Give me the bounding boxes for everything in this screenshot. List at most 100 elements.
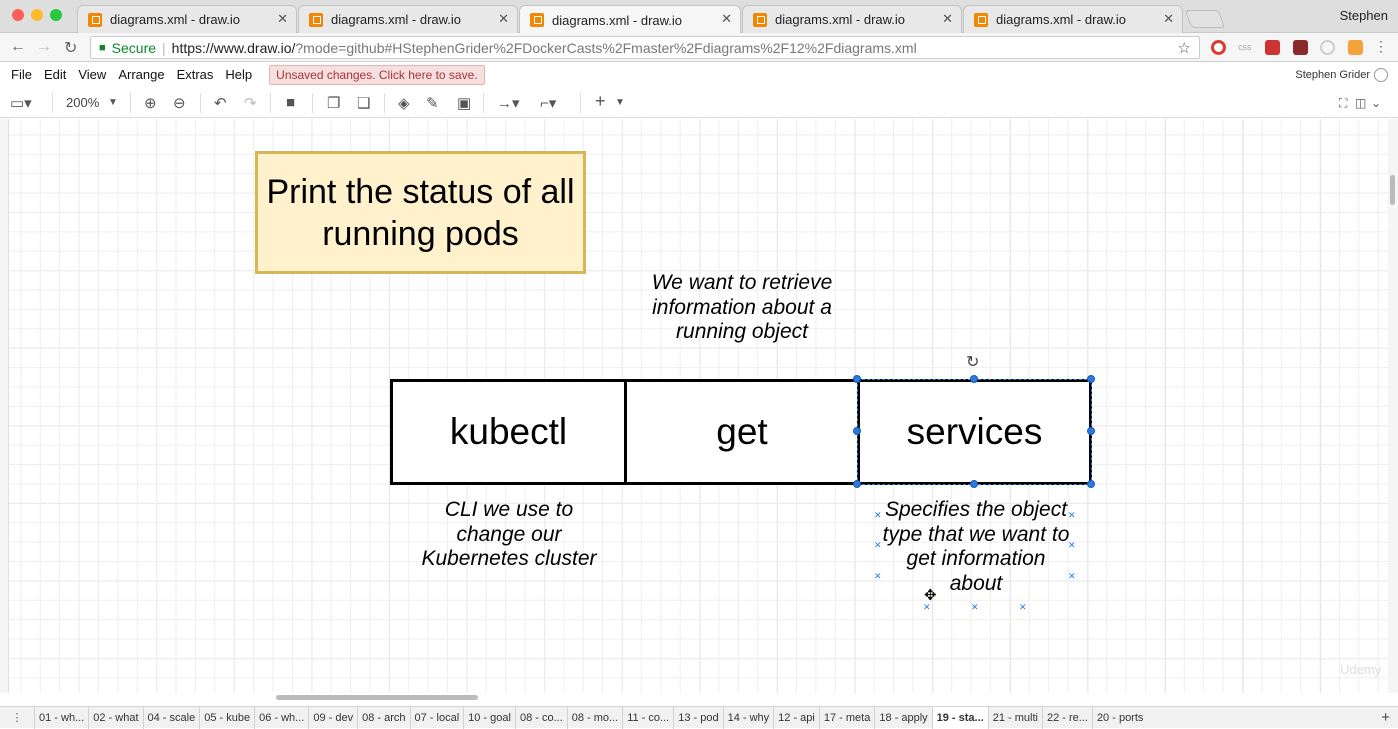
unsaved-changes-button[interactable]: Unsaved changes. Click here to save.: [269, 64, 485, 85]
resize-handle-sw[interactable]: [853, 480, 861, 488]
menu-view[interactable]: View: [78, 67, 107, 82]
left-panel-edge[interactable]: [0, 119, 9, 693]
shield-extension-icon[interactable]: [1293, 40, 1308, 55]
vertical-scrollbar[interactable]: [1388, 119, 1398, 693]
resize-handle-e[interactable]: [1087, 427, 1095, 435]
waypoints-icon[interactable]: ⌐▾: [540, 95, 557, 112]
page-tab[interactable]: 17 - meta: [818, 707, 874, 729]
page-tab[interactable]: 06 - wh...: [254, 707, 308, 729]
pages-menu-icon[interactable]: ⋮: [11, 712, 23, 724]
close-tab-icon[interactable]: ✕: [277, 11, 288, 26]
connection-point-icon[interactable]: ✕: [971, 602, 979, 612]
grey-extension-icon[interactable]: [1320, 40, 1335, 55]
add-page-icon[interactable]: +: [1381, 709, 1390, 726]
bookmark-star-icon[interactable]: ☆: [1177, 40, 1191, 57]
connection-point-icon[interactable]: ✕: [874, 571, 882, 581]
vertical-scroll-thumb[interactable]: [1390, 175, 1395, 205]
fox-extension-icon[interactable]: [1348, 40, 1363, 55]
css-extension-icon[interactable]: css: [1238, 42, 1252, 52]
format-panel-icon[interactable]: ▭▾: [10, 95, 32, 112]
opera-extension-icon[interactable]: [1211, 40, 1226, 55]
collapse-icon[interactable]: ⌄: [1371, 96, 1382, 110]
reload-icon[interactable]: ↻: [64, 40, 78, 57]
zoom-level[interactable]: 200%: [66, 95, 100, 110]
new-tab-button[interactable]: [1184, 10, 1226, 28]
page-tab[interactable]: 08 - mo...: [566, 707, 622, 729]
fill-color-icon[interactable]: ◈: [398, 95, 410, 112]
connection-point-icon[interactable]: ✕: [874, 510, 882, 520]
redo-icon[interactable]: ↷: [244, 95, 257, 112]
resize-handle-nw[interactable]: [853, 375, 861, 383]
undo-icon[interactable]: ↶: [214, 95, 227, 112]
resize-handle-ne[interactable]: [1087, 375, 1095, 383]
close-tab-icon[interactable]: ✕: [942, 11, 953, 26]
close-tab-icon[interactable]: ✕: [1163, 11, 1174, 26]
resize-handle-n[interactable]: [970, 375, 978, 383]
close-tab-icon[interactable]: ✕: [721, 11, 732, 26]
page-tab[interactable]: 09 - dev: [308, 707, 357, 729]
page-tab[interactable]: 12 - api: [773, 707, 819, 729]
connection-style-icon[interactable]: →▾: [497, 95, 520, 112]
line-color-icon[interactable]: ✎: [426, 95, 439, 112]
page-tab[interactable]: 10 - goal: [463, 707, 515, 729]
page-tab[interactable]: 01 - wh...: [34, 707, 88, 729]
page-tab[interactable]: 05 - kube: [199, 707, 254, 729]
maximize-window-button[interactable]: [50, 9, 62, 21]
close-window-button[interactable]: [12, 9, 24, 21]
menu-help[interactable]: Help: [225, 67, 253, 82]
browser-tab-5[interactable]: diagrams.xml - draw.io✕: [963, 5, 1183, 33]
page-tab[interactable]: 22 - re...: [1041, 707, 1092, 729]
page-tab[interactable]: 07 - local: [409, 707, 464, 729]
language-globe-icon[interactable]: [1374, 68, 1388, 82]
page-tab[interactable]: 11 - co...: [622, 707, 673, 729]
fullscreen-icon[interactable]: ⛶: [1339, 96, 1348, 110]
resize-handle-w[interactable]: [853, 427, 861, 435]
resize-handle-se[interactable]: [1087, 480, 1095, 488]
page-tab[interactable]: 02 - what: [88, 707, 142, 729]
menu-extras[interactable]: Extras: [176, 67, 214, 82]
title-shape[interactable]: Print the status of all running pods: [255, 151, 586, 274]
browser-tab-2[interactable]: diagrams.xml - draw.io✕: [298, 5, 518, 33]
note-services[interactable]: Specifies the object type that we want t…: [882, 498, 1070, 595]
page-tab[interactable]: 08 - arch: [357, 707, 409, 729]
page-tab[interactable]: 13 - pod: [673, 707, 722, 729]
connection-point-icon[interactable]: ✕: [1019, 602, 1027, 612]
shadow-icon[interactable]: ▣: [457, 95, 472, 112]
zoom-out-icon[interactable]: ⊖: [173, 95, 186, 112]
page-tab[interactable]: 04 - scale: [142, 707, 200, 729]
forward-arrow-icon[interactable]: →: [36, 38, 52, 55]
page-tab-active[interactable]: 19 - sta...: [931, 707, 988, 729]
resize-handle-s[interactable]: [970, 480, 978, 488]
menu-arrange[interactable]: Arrange: [118, 67, 165, 82]
note-kubectl[interactable]: CLI we use to change our Kubernetes clus…: [421, 498, 597, 570]
connection-point-icon[interactable]: ✕: [1068, 571, 1076, 581]
zoom-dropdown-icon[interactable]: ▼: [108, 97, 118, 108]
rotate-handle-icon[interactable]: ↻: [966, 354, 980, 371]
browser-tab-3-active[interactable]: diagrams.xml - draw.io✕: [519, 5, 741, 34]
page-tab[interactable]: 21 - multi: [987, 707, 1042, 729]
connection-point-icon[interactable]: ✕: [923, 602, 931, 612]
insert-plus-icon[interactable]: +: [595, 91, 606, 111]
menu-file[interactable]: File: [11, 67, 32, 82]
user-name[interactable]: Stephen Grider: [1295, 69, 1370, 81]
connection-point-icon[interactable]: ✕: [874, 540, 882, 550]
red-extension-icon[interactable]: [1265, 40, 1280, 55]
profile-name[interactable]: Stephen: [1339, 8, 1388, 23]
url-field[interactable]: ■ Secure | https://www.draw.io/ ?mode=gi…: [90, 36, 1200, 59]
to-back-icon[interactable]: ❏: [357, 95, 371, 112]
horizontal-scroll-thumb[interactable]: [276, 695, 478, 700]
cell-get[interactable]: get: [624, 379, 860, 485]
zoom-in-icon[interactable]: ⊕: [144, 95, 157, 112]
page-tab[interactable]: 18 - apply: [874, 707, 931, 729]
connection-point-icon[interactable]: ✕: [1068, 510, 1076, 520]
back-arrow-icon[interactable]: ←: [10, 38, 26, 55]
to-front-icon[interactable]: ❐: [327, 95, 341, 112]
page-tab[interactable]: 20 - ports: [1091, 707, 1147, 729]
browser-tab-4[interactable]: diagrams.xml - draw.io✕: [742, 5, 962, 33]
split-panel-icon[interactable]: ◫: [1355, 96, 1367, 110]
delete-icon[interactable]: ■: [286, 94, 296, 111]
connection-point-icon[interactable]: ✕: [1068, 540, 1076, 550]
menu-edit[interactable]: Edit: [43, 67, 67, 82]
minimize-window-button[interactable]: [31, 9, 43, 21]
note-get[interactable]: We want to retrieve information about a …: [651, 271, 833, 343]
